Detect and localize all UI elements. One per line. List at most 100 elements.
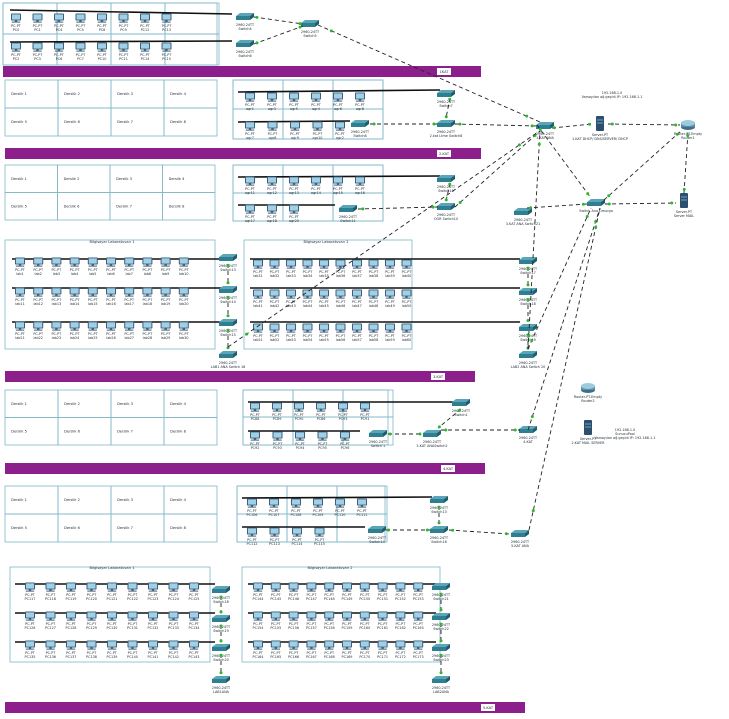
switch23b[interactable]: 2960-24TTSwitch23 [432,644,451,662]
backbone-multilayer-switch[interactable]: Switch Ana Omurga [579,199,613,213]
switch17[interactable]: 2960-24TTSwitch17 [519,257,538,275]
switch15[interactable]: 2960-24TTSwitch15 [219,319,238,337]
switch18b[interactable]: 2960-24TTSwitch18 [212,586,231,604]
switch19b[interactable]: 2960-24TTSwitch19 [212,615,231,633]
